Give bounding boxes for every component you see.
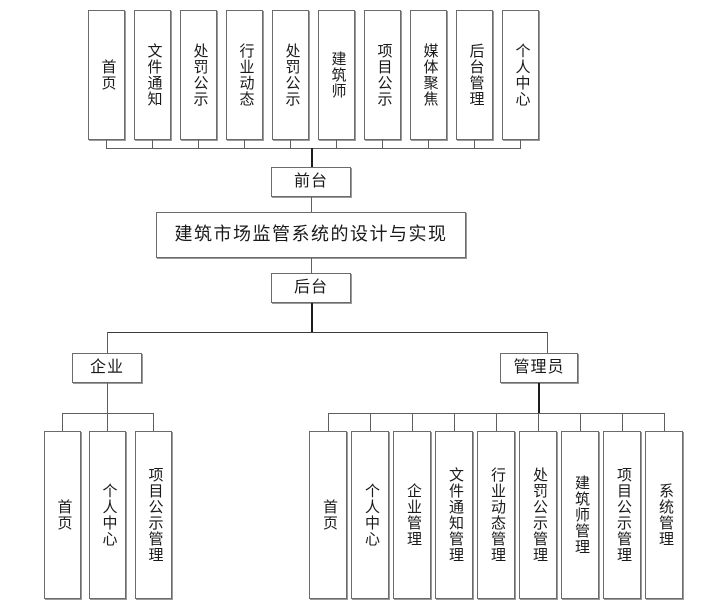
connector-admin-stub-1 (370, 413, 371, 431)
admin-item-label: 企业管理 (404, 483, 421, 547)
connector-split-to-enterprise (107, 332, 108, 353)
enterprise-item-label: 项目公示管理 (146, 467, 163, 563)
frontend-item-label: 处罚公示 (283, 43, 300, 107)
connector-enterprise-stub-1 (107, 413, 108, 431)
admin-item-label: 个人中心 (362, 483, 379, 547)
admin-item-label: 处罚公示管理 (530, 467, 547, 563)
connector-frontend-stub-3 (244, 140, 245, 148)
connector-frontend-stub-2 (198, 140, 199, 148)
connector-admin-stub-4 (496, 413, 497, 431)
admin-item-2[interactable]: 企业管理 (393, 431, 431, 599)
connector-root-to-backend (311, 258, 312, 273)
connector-frontend-bus (106, 148, 521, 149)
connector-admin-stub-3 (454, 413, 455, 431)
connector-enterprise-stub-2 (153, 413, 154, 431)
admin-item-1[interactable]: 个人中心 (351, 431, 389, 599)
connector-enterprise-down (107, 383, 108, 413)
frontend-node[interactable]: 前台 (271, 167, 351, 197)
frontend-item-6[interactable]: 项目公示 (364, 10, 401, 140)
connector-frontend-stub-1 (152, 140, 153, 148)
admin-item-6[interactable]: 建筑师管理 (561, 431, 599, 599)
connector-bus-to-frontend (311, 148, 313, 167)
admin-item-7[interactable]: 项目公示管理 (603, 431, 641, 599)
connector-admin-stub-5 (538, 413, 539, 431)
frontend-item-label: 媒体聚焦 (421, 43, 438, 107)
connector-admin-stub-2 (412, 413, 413, 431)
admin-item-5[interactable]: 处罚公示管理 (519, 431, 557, 599)
connector-admin-stub-8 (664, 413, 665, 431)
frontend-item-label: 文件通知 (145, 43, 162, 107)
admin-item-8[interactable]: 系统管理 (645, 431, 683, 599)
connector-enterprise-stub-0 (62, 413, 63, 431)
frontend-item-label: 首页 (99, 59, 116, 91)
connector-frontend-stub-4 (290, 140, 291, 148)
frontend-item-label: 个人中心 (513, 43, 530, 107)
connector-frontend-to-root (311, 197, 312, 212)
connector-backend-down (311, 303, 313, 332)
admin-item-0[interactable]: 首页 (309, 431, 347, 599)
frontend-item-label: 建筑师 (329, 51, 346, 99)
enterprise-node[interactable]: 企业 (72, 353, 142, 383)
connector-frontend-stub-7 (428, 140, 429, 148)
admin-node[interactable]: 管理员 (500, 353, 578, 383)
root-node-label: 建筑市场监管系统的设计与实现 (174, 224, 448, 245)
frontend-item-0[interactable]: 首页 (88, 10, 125, 140)
frontend-item-5[interactable]: 建筑师 (318, 10, 355, 140)
frontend-item-2[interactable]: 处罚公示 (180, 10, 217, 140)
frontend-item-9[interactable]: 个人中心 (502, 10, 539, 140)
frontend-item-3[interactable]: 行业动态 (226, 10, 263, 140)
frontend-item-7[interactable]: 媒体聚焦 (410, 10, 447, 140)
frontend-item-label: 项目公示 (375, 43, 392, 107)
frontend-item-1[interactable]: 文件通知 (134, 10, 171, 140)
enterprise-item-0[interactable]: 首页 (44, 431, 81, 599)
connector-frontend-stub-6 (382, 140, 383, 148)
connector-frontend-stub-9 (520, 140, 521, 148)
enterprise-item-label: 首页 (55, 499, 72, 531)
connector-admin-stub-6 (580, 413, 581, 431)
enterprise-item-label: 个人中心 (100, 483, 117, 547)
frontend-item-label: 行业动态 (237, 43, 254, 107)
admin-node-label: 管理员 (513, 358, 565, 376)
enterprise-item-2[interactable]: 项目公示管理 (135, 431, 172, 599)
admin-item-label: 文件通知管理 (446, 467, 463, 563)
admin-item-label: 建筑师管理 (572, 475, 589, 555)
connector-frontend-stub-5 (336, 140, 337, 148)
admin-item-3[interactable]: 文件通知管理 (435, 431, 473, 599)
frontend-node-label: 前台 (293, 172, 328, 190)
admin-item-label: 首页 (320, 499, 337, 531)
admin-item-label: 项目公示管理 (614, 467, 631, 563)
connector-admin-stub-7 (622, 413, 623, 431)
enterprise-node-label: 企业 (89, 358, 124, 376)
frontend-item-8[interactable]: 后台管理 (456, 10, 493, 140)
frontend-item-4[interactable]: 处罚公示 (272, 10, 309, 140)
backend-node-label: 后台 (293, 278, 328, 296)
enterprise-item-1[interactable]: 个人中心 (89, 431, 126, 599)
connector-split-to-admin (547, 332, 548, 353)
frontend-item-label: 处罚公示 (191, 43, 208, 107)
connector-admin-stub-0 (328, 413, 329, 431)
root-node[interactable]: 建筑市场监管系统的设计与实现 (156, 212, 466, 258)
connector-admin-down (538, 383, 540, 413)
admin-item-label: 系统管理 (656, 483, 673, 547)
admin-item-label: 行业动态管理 (488, 467, 505, 563)
connector-backend-split-bar (107, 332, 547, 333)
frontend-item-label: 后台管理 (467, 43, 484, 107)
connector-frontend-stub-0 (106, 140, 107, 148)
admin-item-4[interactable]: 行业动态管理 (477, 431, 515, 599)
connector-frontend-stub-8 (474, 140, 475, 148)
backend-node[interactable]: 后台 (271, 273, 351, 303)
